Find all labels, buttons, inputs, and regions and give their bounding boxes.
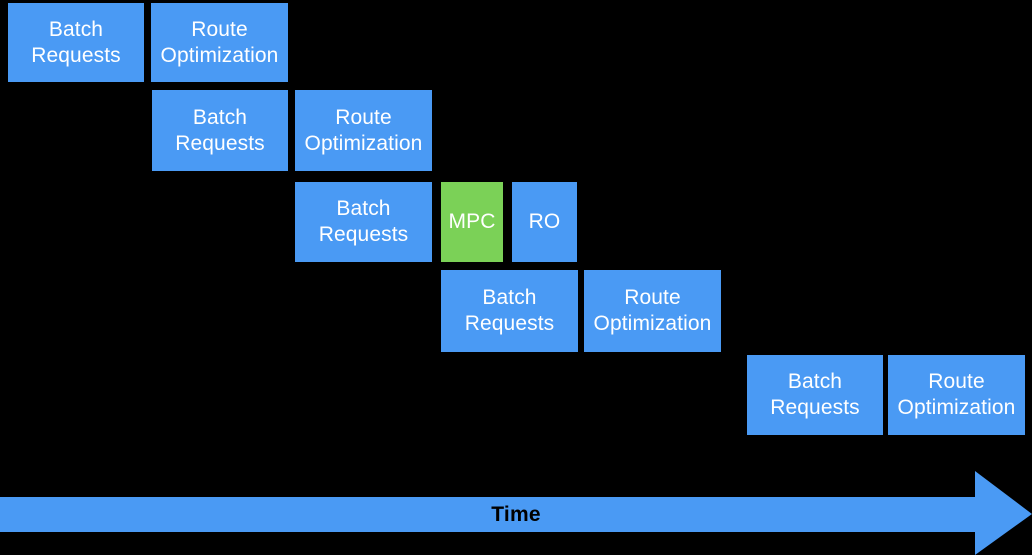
stage-block-r2-route[interactable]: Route Optimization [295, 90, 432, 171]
stage-block-r4-batch[interactable]: Batch Requests [441, 270, 578, 352]
stage-block-r3-mpc[interactable]: MPC [441, 182, 503, 262]
stage-block-r5-batch[interactable]: Batch Requests [747, 355, 883, 435]
stage-block-r5-route[interactable]: Route Optimization [888, 355, 1025, 435]
stage-block-r4-route[interactable]: Route Optimization [584, 270, 721, 352]
arrow-right-icon [0, 471, 1032, 555]
stage-block-r2-batch[interactable]: Batch Requests [152, 90, 288, 171]
stage-block-r3-ro[interactable]: RO [512, 182, 577, 262]
stage-block-r1-batch[interactable]: Batch Requests [8, 3, 144, 82]
stage-block-r3-batch[interactable]: Batch Requests [295, 182, 432, 262]
time-axis-arrow [0, 465, 1032, 555]
stage-block-r1-route[interactable]: Route Optimization [151, 3, 288, 82]
